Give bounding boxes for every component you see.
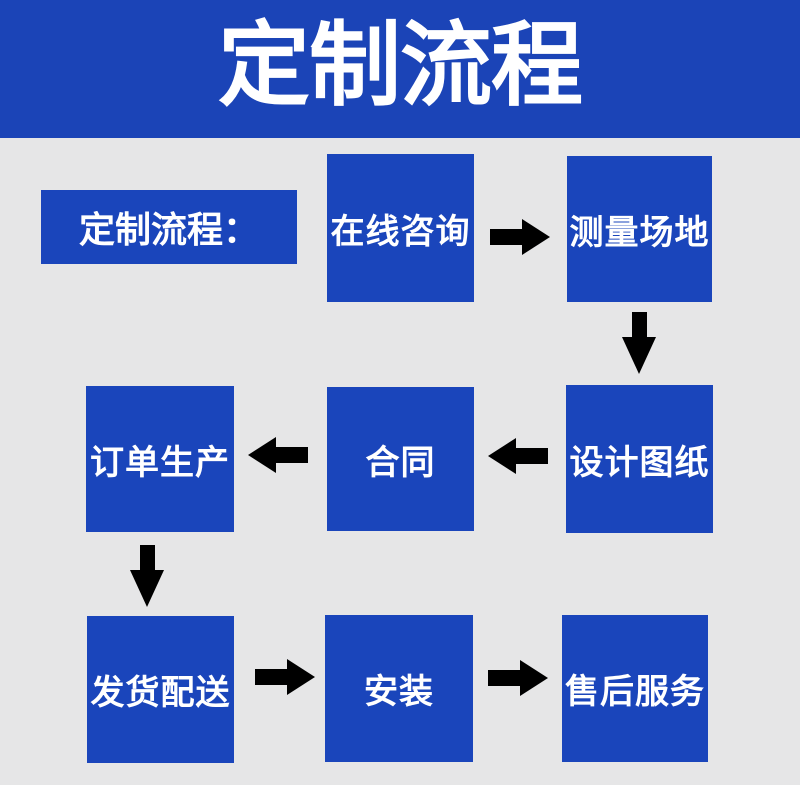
arrow-head (287, 659, 315, 695)
arrow-stem (276, 447, 308, 463)
step-online-consultation: 在线咨询 (327, 154, 474, 302)
arrow-stem (490, 229, 522, 245)
arrow-stem (488, 670, 520, 686)
arrow-stem (631, 312, 647, 337)
arrow-head (130, 570, 164, 607)
step-shipping-delivery: 发货配送 (87, 616, 234, 763)
arrow-right-icon (488, 660, 548, 696)
step-site-measurement: 测量场地 (567, 156, 712, 302)
arrow-right-icon (255, 659, 315, 695)
step-after-sales-service: 售后服务 (562, 615, 708, 762)
step-contract: 合同 (327, 387, 474, 531)
arrow-down-icon (130, 545, 164, 607)
arrow-head (248, 437, 276, 473)
step-order-production: 订单生产 (86, 386, 234, 532)
arrow-down-icon (622, 312, 656, 374)
arrow-head (520, 660, 548, 696)
arrow-head (622, 337, 656, 374)
arrow-head (522, 219, 550, 255)
arrow-left-icon (248, 437, 308, 473)
arrow-stem (516, 448, 548, 464)
arrow-right-icon (490, 219, 550, 255)
title-banner: 定制流程 (0, 0, 800, 138)
step-design-drawings: 设计图纸 (566, 385, 713, 533)
arrow-head (488, 438, 516, 474)
page-title: 定制流程 (217, 15, 583, 117)
step-installation: 安装 (325, 615, 473, 762)
arrow-stem (139, 545, 155, 570)
arrow-left-icon (488, 438, 548, 474)
arrow-stem (255, 669, 287, 685)
process-intro-label: 定制流程： (41, 190, 297, 264)
